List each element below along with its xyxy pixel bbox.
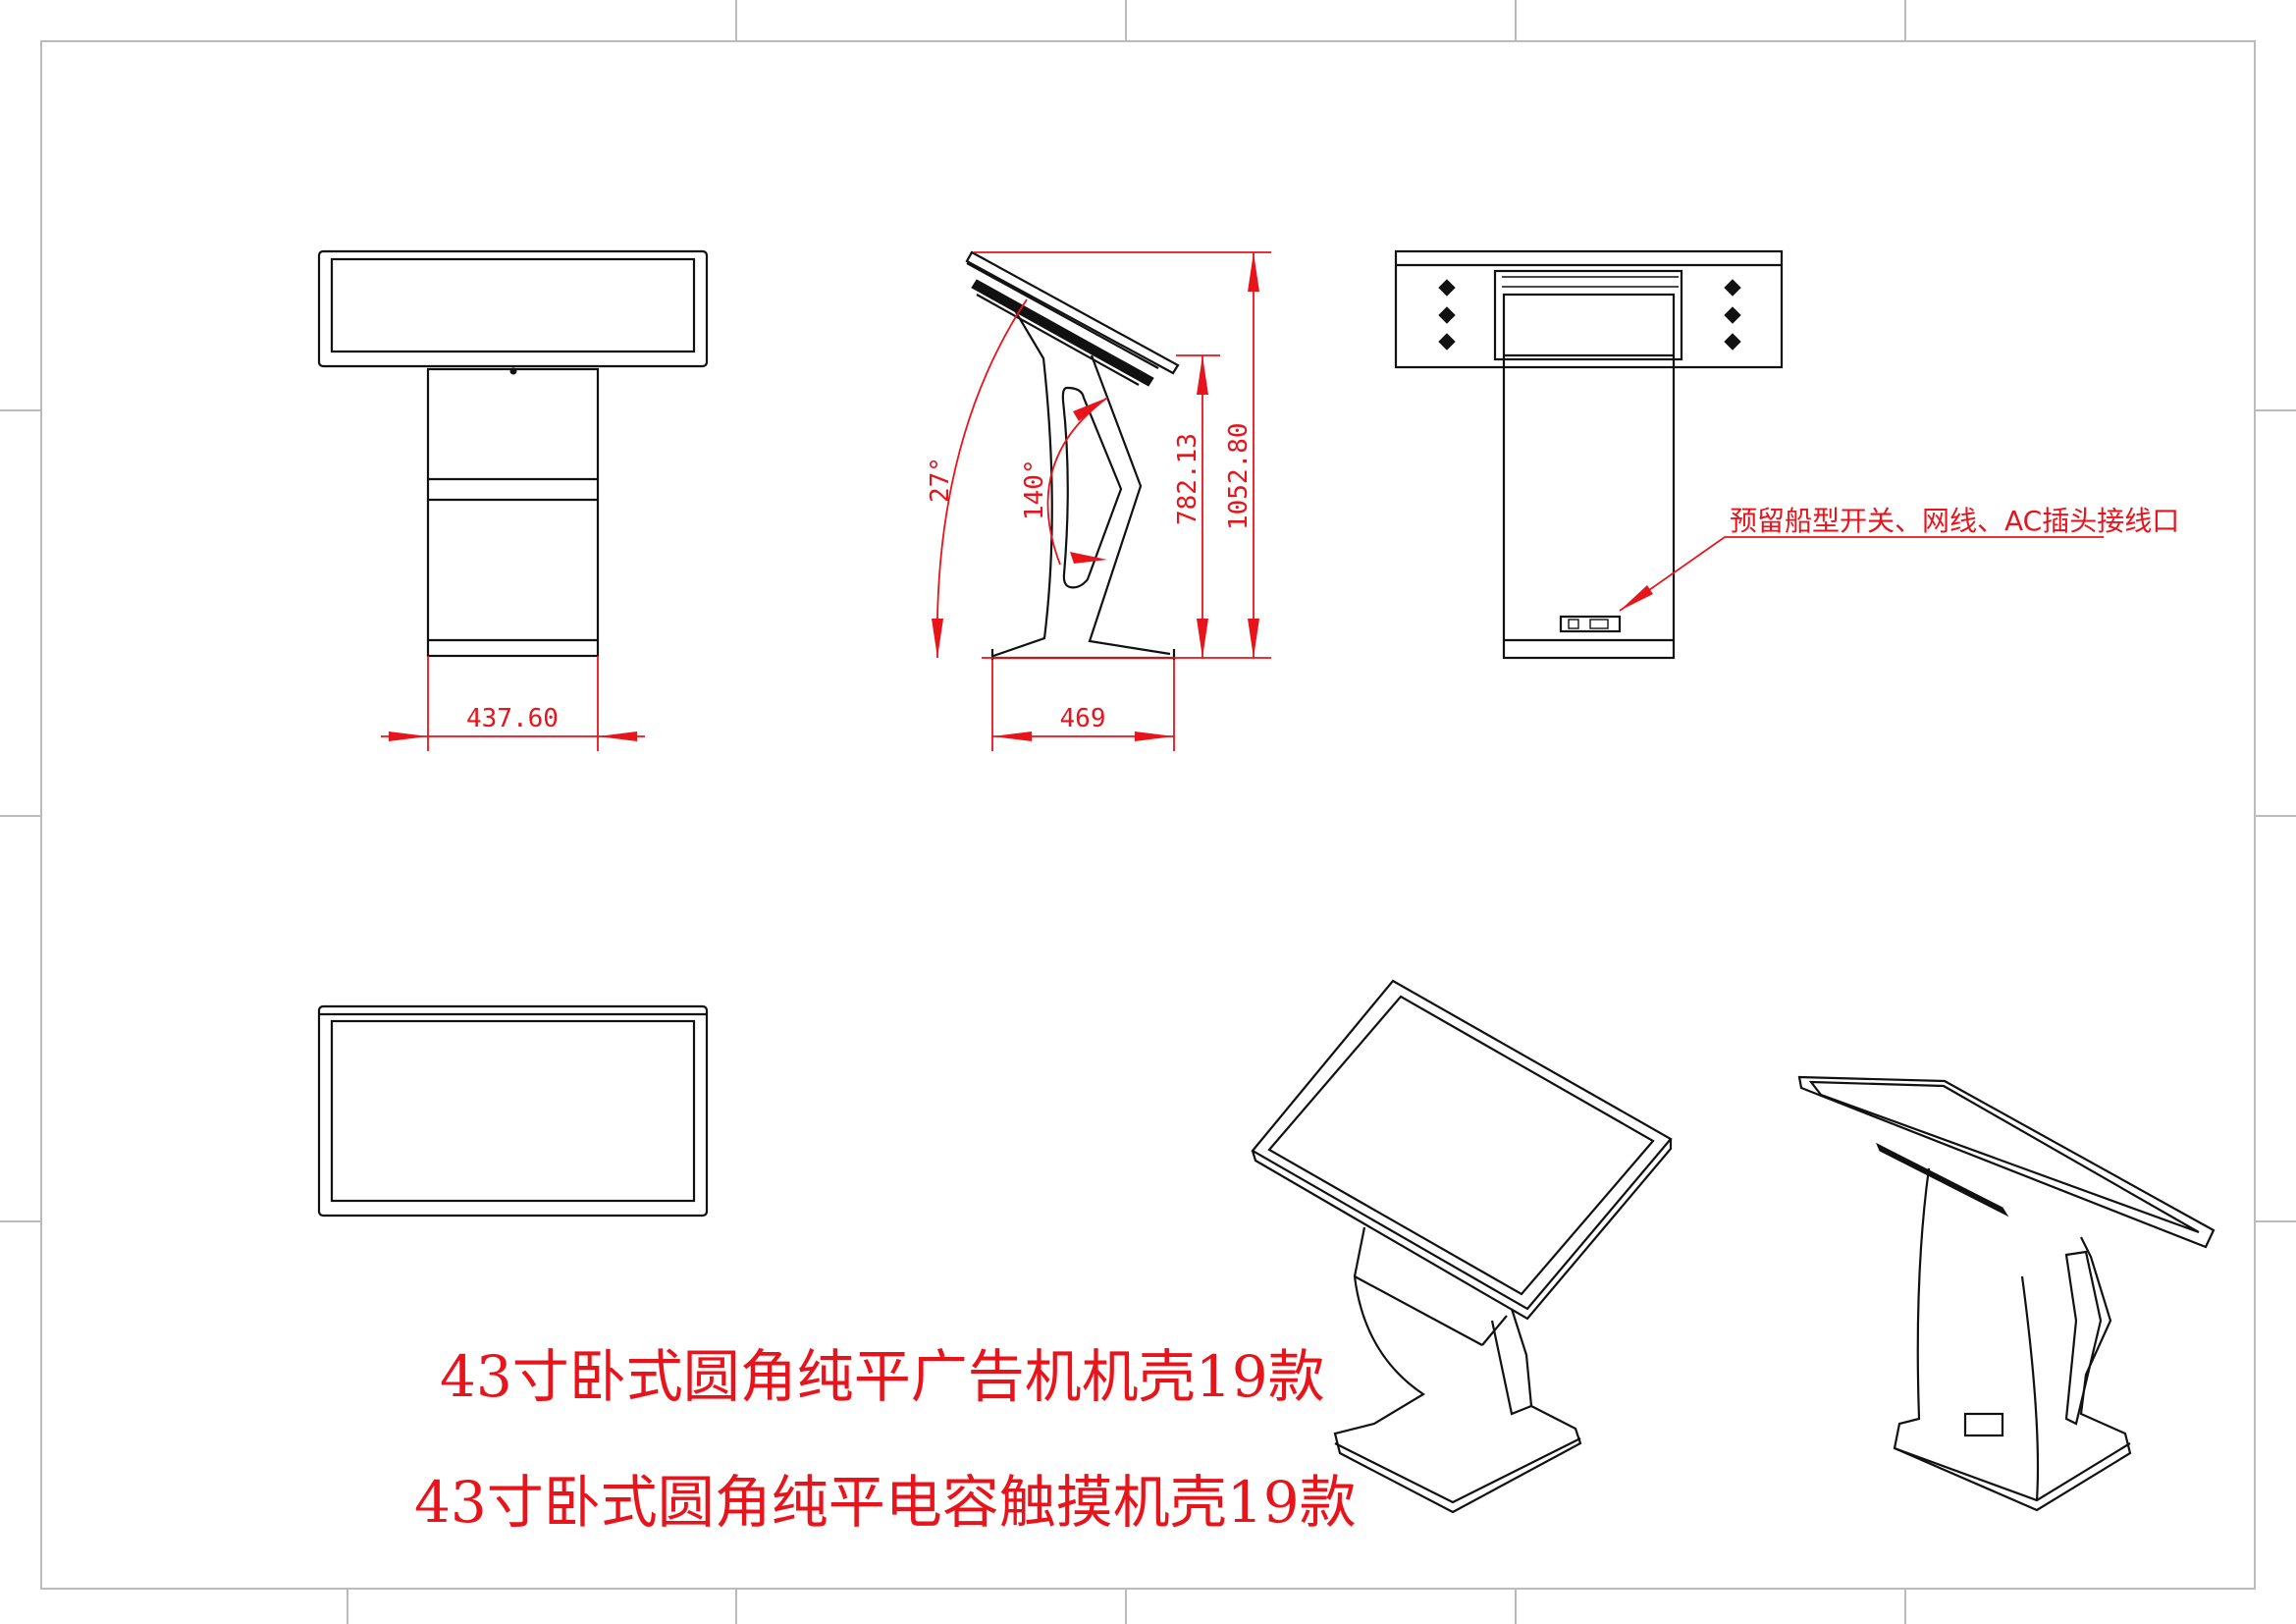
top-view xyxy=(317,1004,709,1218)
side-dimensions: 27° 140° 782.13 1052.80 469 xyxy=(926,251,1271,751)
side-view xyxy=(965,250,1180,660)
side-base-width-label: 469 xyxy=(1060,704,1106,733)
front-width-dimension: 437.60 xyxy=(381,656,645,751)
total-height-label: 1052.80 xyxy=(1224,422,1254,530)
back-view xyxy=(1394,249,1784,660)
title-touch: 43寸卧式圆角纯平电容触摸机壳19款 xyxy=(414,1469,1357,1536)
stand-angle-label: 140° xyxy=(1020,459,1049,520)
front-width-label: 437.60 xyxy=(466,704,559,733)
isometric-view-back xyxy=(1797,1075,2216,1512)
connector-note: 预留船型开关、网线、AC插头接线口 xyxy=(1730,505,2179,537)
tilt-angle-label: 27° xyxy=(926,457,955,503)
screen-height-label: 782.13 xyxy=(1173,433,1202,525)
title-advertising: 43寸卧式圆角纯平广告机机壳19款 xyxy=(440,1343,1325,1410)
connector-annotation: 预留船型开关、网线、AC插头接线口 xyxy=(1619,505,2179,612)
isometric-view-front xyxy=(1251,979,1673,1514)
front-view xyxy=(317,249,709,658)
